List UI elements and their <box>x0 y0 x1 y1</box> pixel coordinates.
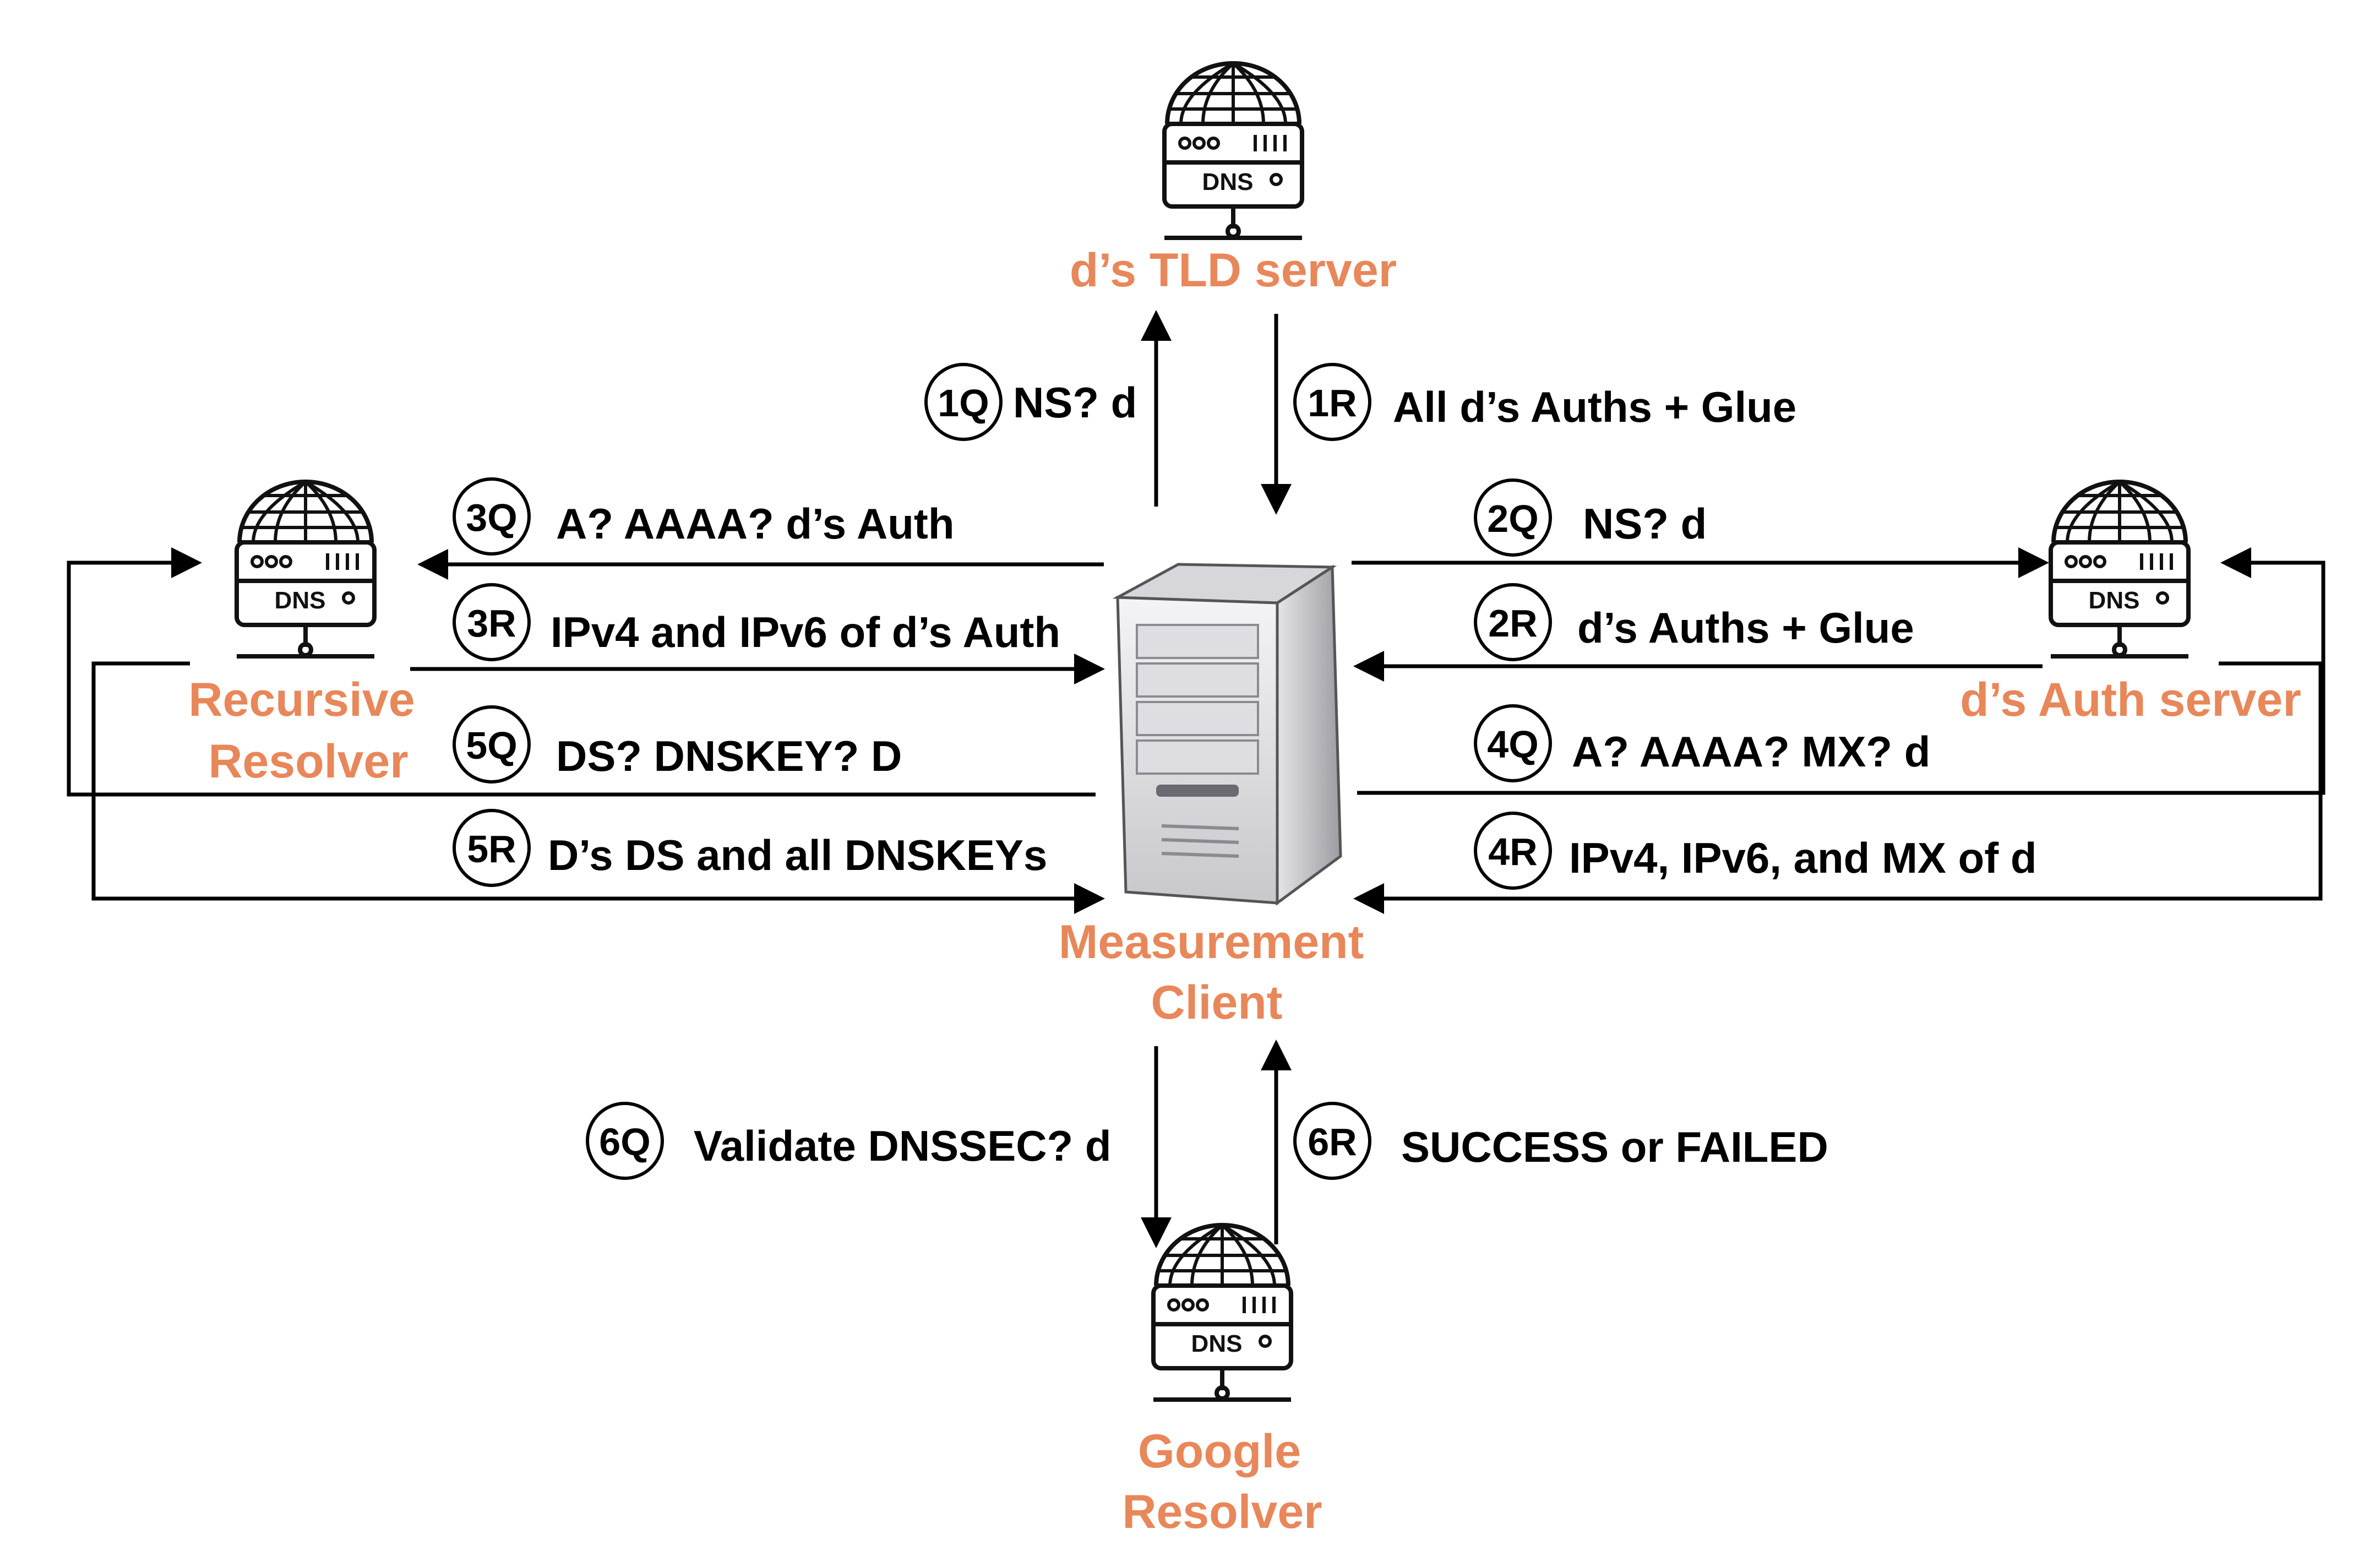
svg-text:DNS: DNS <box>1202 168 1254 195</box>
svg-text:NS? d: NS? d <box>1013 378 1137 427</box>
svg-text:d’s Auths + Glue: d’s Auths + Glue <box>1577 603 1914 652</box>
svg-text:2R: 2R <box>1488 602 1537 645</box>
step-6r: 6R SUCCESS or FAILED <box>1293 1102 1828 1180</box>
step-3r: 3R IPv4 and IPv6 of d’s Auth <box>453 583 1060 661</box>
google-resolver-label-line1: Google <box>1138 1425 1301 1478</box>
arrow-4r <box>1353 661 2323 914</box>
step-4r: 4R IPv4, IPv6, and MX of d <box>1474 812 2037 890</box>
arrow-5r <box>91 661 1105 914</box>
step-2q: 2Q NS? d <box>1474 478 1707 557</box>
auth-server-label: d’s Auth server <box>1960 673 2301 726</box>
svg-text:All d’s Auths + Glue: All d’s Auths + Glue <box>1393 383 1796 431</box>
svg-text:5Q: 5Q <box>466 724 517 767</box>
recursive-resolver-server-icon: DNS <box>237 482 374 656</box>
step-6q: 6Q Validate DNSSEC? d <box>586 1102 1112 1180</box>
svg-text:1R: 1R <box>1308 382 1357 425</box>
step-1r: 1R All d’s Auths + Glue <box>1293 363 1796 441</box>
svg-text:3R: 3R <box>467 602 516 645</box>
recursive-resolver-label-line1: Recursive <box>188 673 415 726</box>
svg-text:DS? DNSKEY? D: DS? DNSKEY? D <box>556 732 902 780</box>
svg-text:A? AAAA? MX? d: A? AAAA? MX? d <box>1572 727 1930 776</box>
svg-text:1Q: 1Q <box>938 382 989 425</box>
measurement-client-label-line1: Measurement <box>1059 916 1364 969</box>
svg-text:3Q: 3Q <box>466 496 517 539</box>
svg-text:2Q: 2Q <box>1487 497 1538 540</box>
google-resolver-label-line2: Resolver <box>1122 1486 1322 1538</box>
svg-text:Validate DNSSEC? d: Validate DNSSEC? d <box>694 1122 1112 1170</box>
svg-text:NS? d: NS? d <box>1583 499 1707 548</box>
svg-text:DNS: DNS <box>1191 1330 1243 1357</box>
svg-text:IPv4 and IPv6 of d’s Auth: IPv4 and IPv6 of d’s Auth <box>551 608 1060 656</box>
svg-text:IPv4, IPv6, and MX of d: IPv4, IPv6, and MX of d <box>1569 834 2037 882</box>
svg-text:A? AAAA? d’s Auth: A? AAAA? d’s Auth <box>556 499 955 548</box>
svg-text:DNS: DNS <box>275 587 326 614</box>
step-4q: 4Q A? AAAA? MX? d <box>1474 704 1930 782</box>
arrow-4q <box>1357 547 2325 795</box>
svg-text:4Q: 4Q <box>1487 723 1538 766</box>
step-3q: 3Q A? AAAA? d’s Auth <box>453 477 955 556</box>
svg-text:6R: 6R <box>1308 1120 1357 1163</box>
google-resolver-server-icon: DNS <box>1153 1225 1291 1400</box>
step-5q: 5Q DS? DNSKEY? D <box>453 705 902 784</box>
svg-text:5R: 5R <box>467 828 516 870</box>
recursive-resolver-label-line2: Resolver <box>208 735 408 788</box>
svg-text:4R: 4R <box>1488 830 1537 873</box>
auth-server-icon: DNS <box>2051 482 2188 656</box>
svg-text:DNS: DNS <box>2089 587 2140 614</box>
tld-server-label: d’s TLD server <box>1070 244 1397 297</box>
step-5r: 5R D’s DS and all DNSKEYs <box>453 809 1047 887</box>
tld-server-icon: ooo DNS <box>1164 63 1302 238</box>
svg-text:6Q: 6Q <box>599 1120 650 1163</box>
measurement-client-label-line2: Client <box>1151 976 1283 1029</box>
step-1q: 1Q NS? d <box>924 363 1137 441</box>
svg-text:D’s DS and all DNSKEYs: D’s DS and all DNSKEYs <box>548 831 1047 879</box>
step-2r: 2R d’s Auths + Glue <box>1474 583 1914 661</box>
arrow-5q <box>67 547 1096 797</box>
svg-text:SUCCESS or FAILED: SUCCESS or FAILED <box>1401 1123 1828 1171</box>
computer-tower-icon <box>1112 563 1342 906</box>
